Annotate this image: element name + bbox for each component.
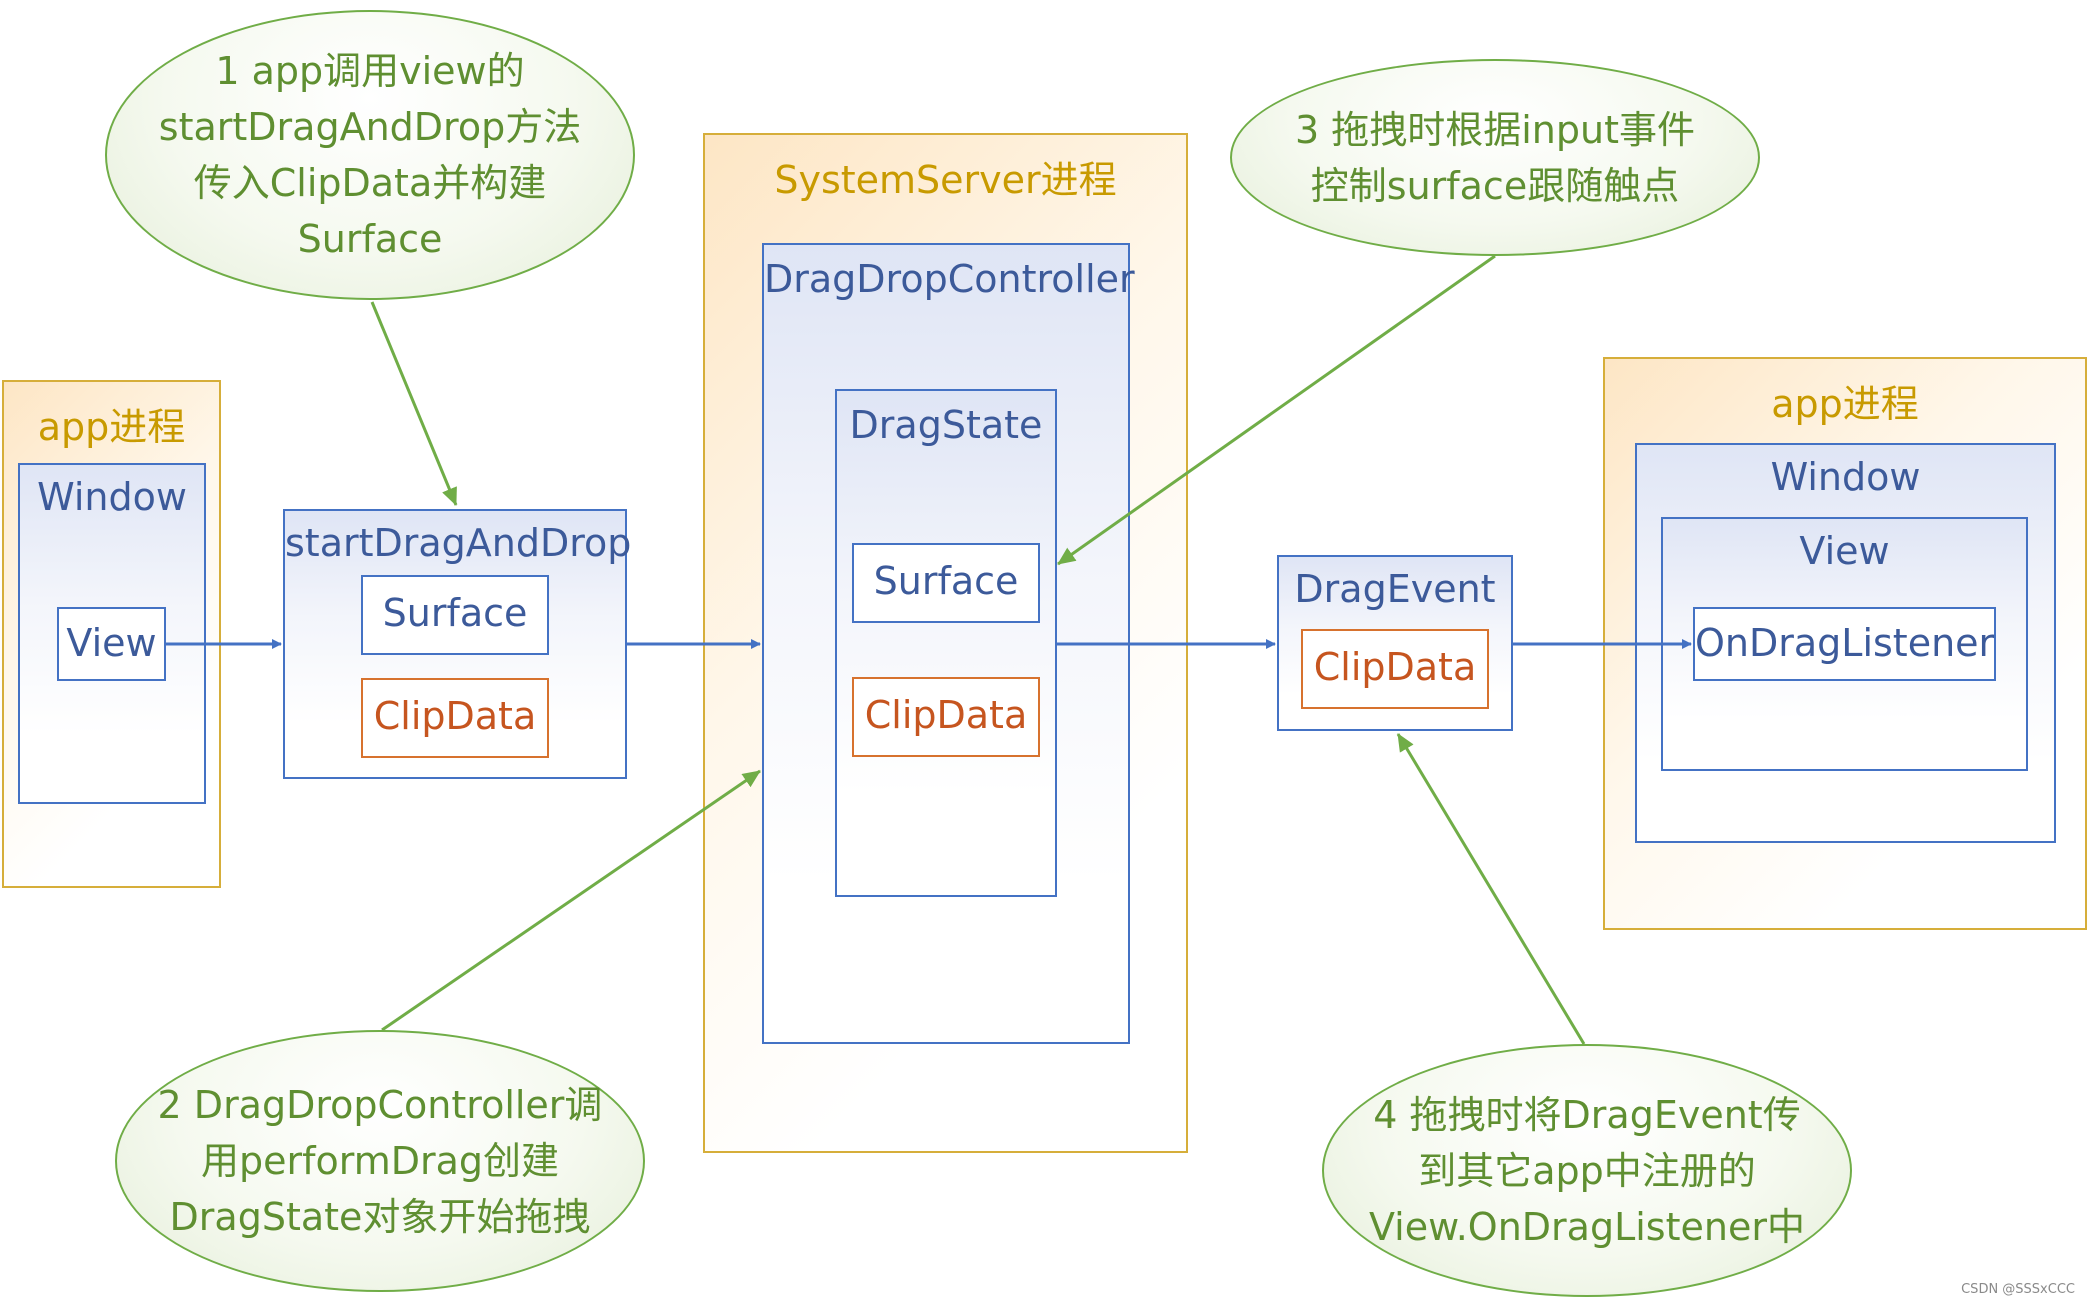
- right-app-process-label: app进程: [1771, 382, 1919, 426]
- note-3: 3 拖拽时根据input事件 控制surface跟随触点: [1230, 59, 1760, 256]
- note-1-text: 1 app调用view的 startDragAndDrop方法 传入ClipDa…: [139, 43, 602, 267]
- drag-state-surface-label: Surface: [873, 559, 1019, 603]
- drag-state: DragState: [835, 389, 1057, 897]
- right-view-label: View: [1799, 529, 1890, 573]
- note-2-line-3: DragState对象开始拖拽: [169, 1195, 591, 1239]
- note-2-text: 2 DragDropController调 用performDrag创建 Dra…: [149, 1077, 612, 1245]
- on-drag-listener: OnDragListener: [1693, 607, 1996, 681]
- system-server-process-label: SystemServer进程: [774, 158, 1117, 202]
- on-drag-listener-label: OnDragListener: [1695, 621, 1995, 665]
- drag-state-clipdata: ClipData: [852, 677, 1040, 757]
- left-view-label: View: [66, 621, 157, 665]
- drag-drop-controller-label: DragDropController: [764, 257, 1135, 301]
- start-drag-surface: Surface: [361, 575, 549, 655]
- start-drag-clipdata: ClipData: [361, 678, 549, 758]
- drag-event-label: DragEvent: [1294, 567, 1496, 611]
- left-window-label: Window: [37, 475, 187, 519]
- note-2-line-2: 用performDrag创建: [200, 1139, 559, 1183]
- left-app-process-label: app进程: [37, 405, 186, 449]
- note-4-text: 4 拖拽时将DragEvent传 到其它app中注册的 View.OnDragL…: [1356, 1087, 1819, 1255]
- drag-state-clipdata-label: ClipData: [864, 693, 1028, 737]
- note-3-text: 3 拖拽时根据input事件 控制surface跟随触点: [1264, 102, 1727, 214]
- note-1-line-4: Surface: [297, 217, 443, 261]
- arrow-note3-to-surface: [1057, 254, 1496, 566]
- note-2: 2 DragDropController调 用performDrag创建 Dra…: [115, 1030, 645, 1292]
- right-window-label: Window: [1770, 455, 1921, 499]
- note-1-line-3: 传入ClipData并构建: [193, 161, 547, 205]
- note-4-line-3: View.OnDragListener中: [1369, 1204, 1805, 1249]
- start-drag-surface-label: Surface: [382, 591, 528, 635]
- drag-state-surface: Surface: [852, 543, 1040, 623]
- note-1-line-1: 1 app调用view的: [215, 49, 525, 93]
- note-arrows: [370, 254, 1586, 1045]
- note-3-line-1: 3 拖拽时根据input事件: [1294, 107, 1695, 152]
- note-4: 4 拖拽时将DragEvent传 到其它app中注册的 View.OnDragL…: [1322, 1044, 1852, 1297]
- watermark: CSDN @SSSxCCC: [1961, 1282, 2075, 1297]
- start-drag-and-drop-label: startDragAndDrop: [285, 521, 632, 565]
- left-view: View: [57, 607, 166, 681]
- arrow-note4-to-drag-event: [1396, 733, 1586, 1045]
- note-3-line-2: 控制surface跟随触点: [1310, 163, 1680, 208]
- drag-state-label: DragState: [849, 403, 1043, 447]
- drag-event-clipdata: ClipData: [1301, 629, 1489, 709]
- arrow-note2-to-controller: [381, 769, 761, 1032]
- note-1: 1 app调用view的 startDragAndDrop方法 传入ClipDa…: [105, 10, 635, 300]
- drag-event-clipdata-label: ClipData: [1313, 645, 1477, 689]
- note-4-line-1: 4 拖拽时将DragEvent传: [1373, 1092, 1801, 1137]
- start-drag-clipdata-label: ClipData: [373, 694, 537, 738]
- note-2-line-1: 2 DragDropController调: [157, 1083, 603, 1127]
- note-4-line-2: 到其它app中注册的: [1418, 1148, 1756, 1193]
- note-1-line-2: startDragAndDrop方法: [158, 105, 582, 149]
- arrow-note1-to-start-drag: [370, 301, 458, 506]
